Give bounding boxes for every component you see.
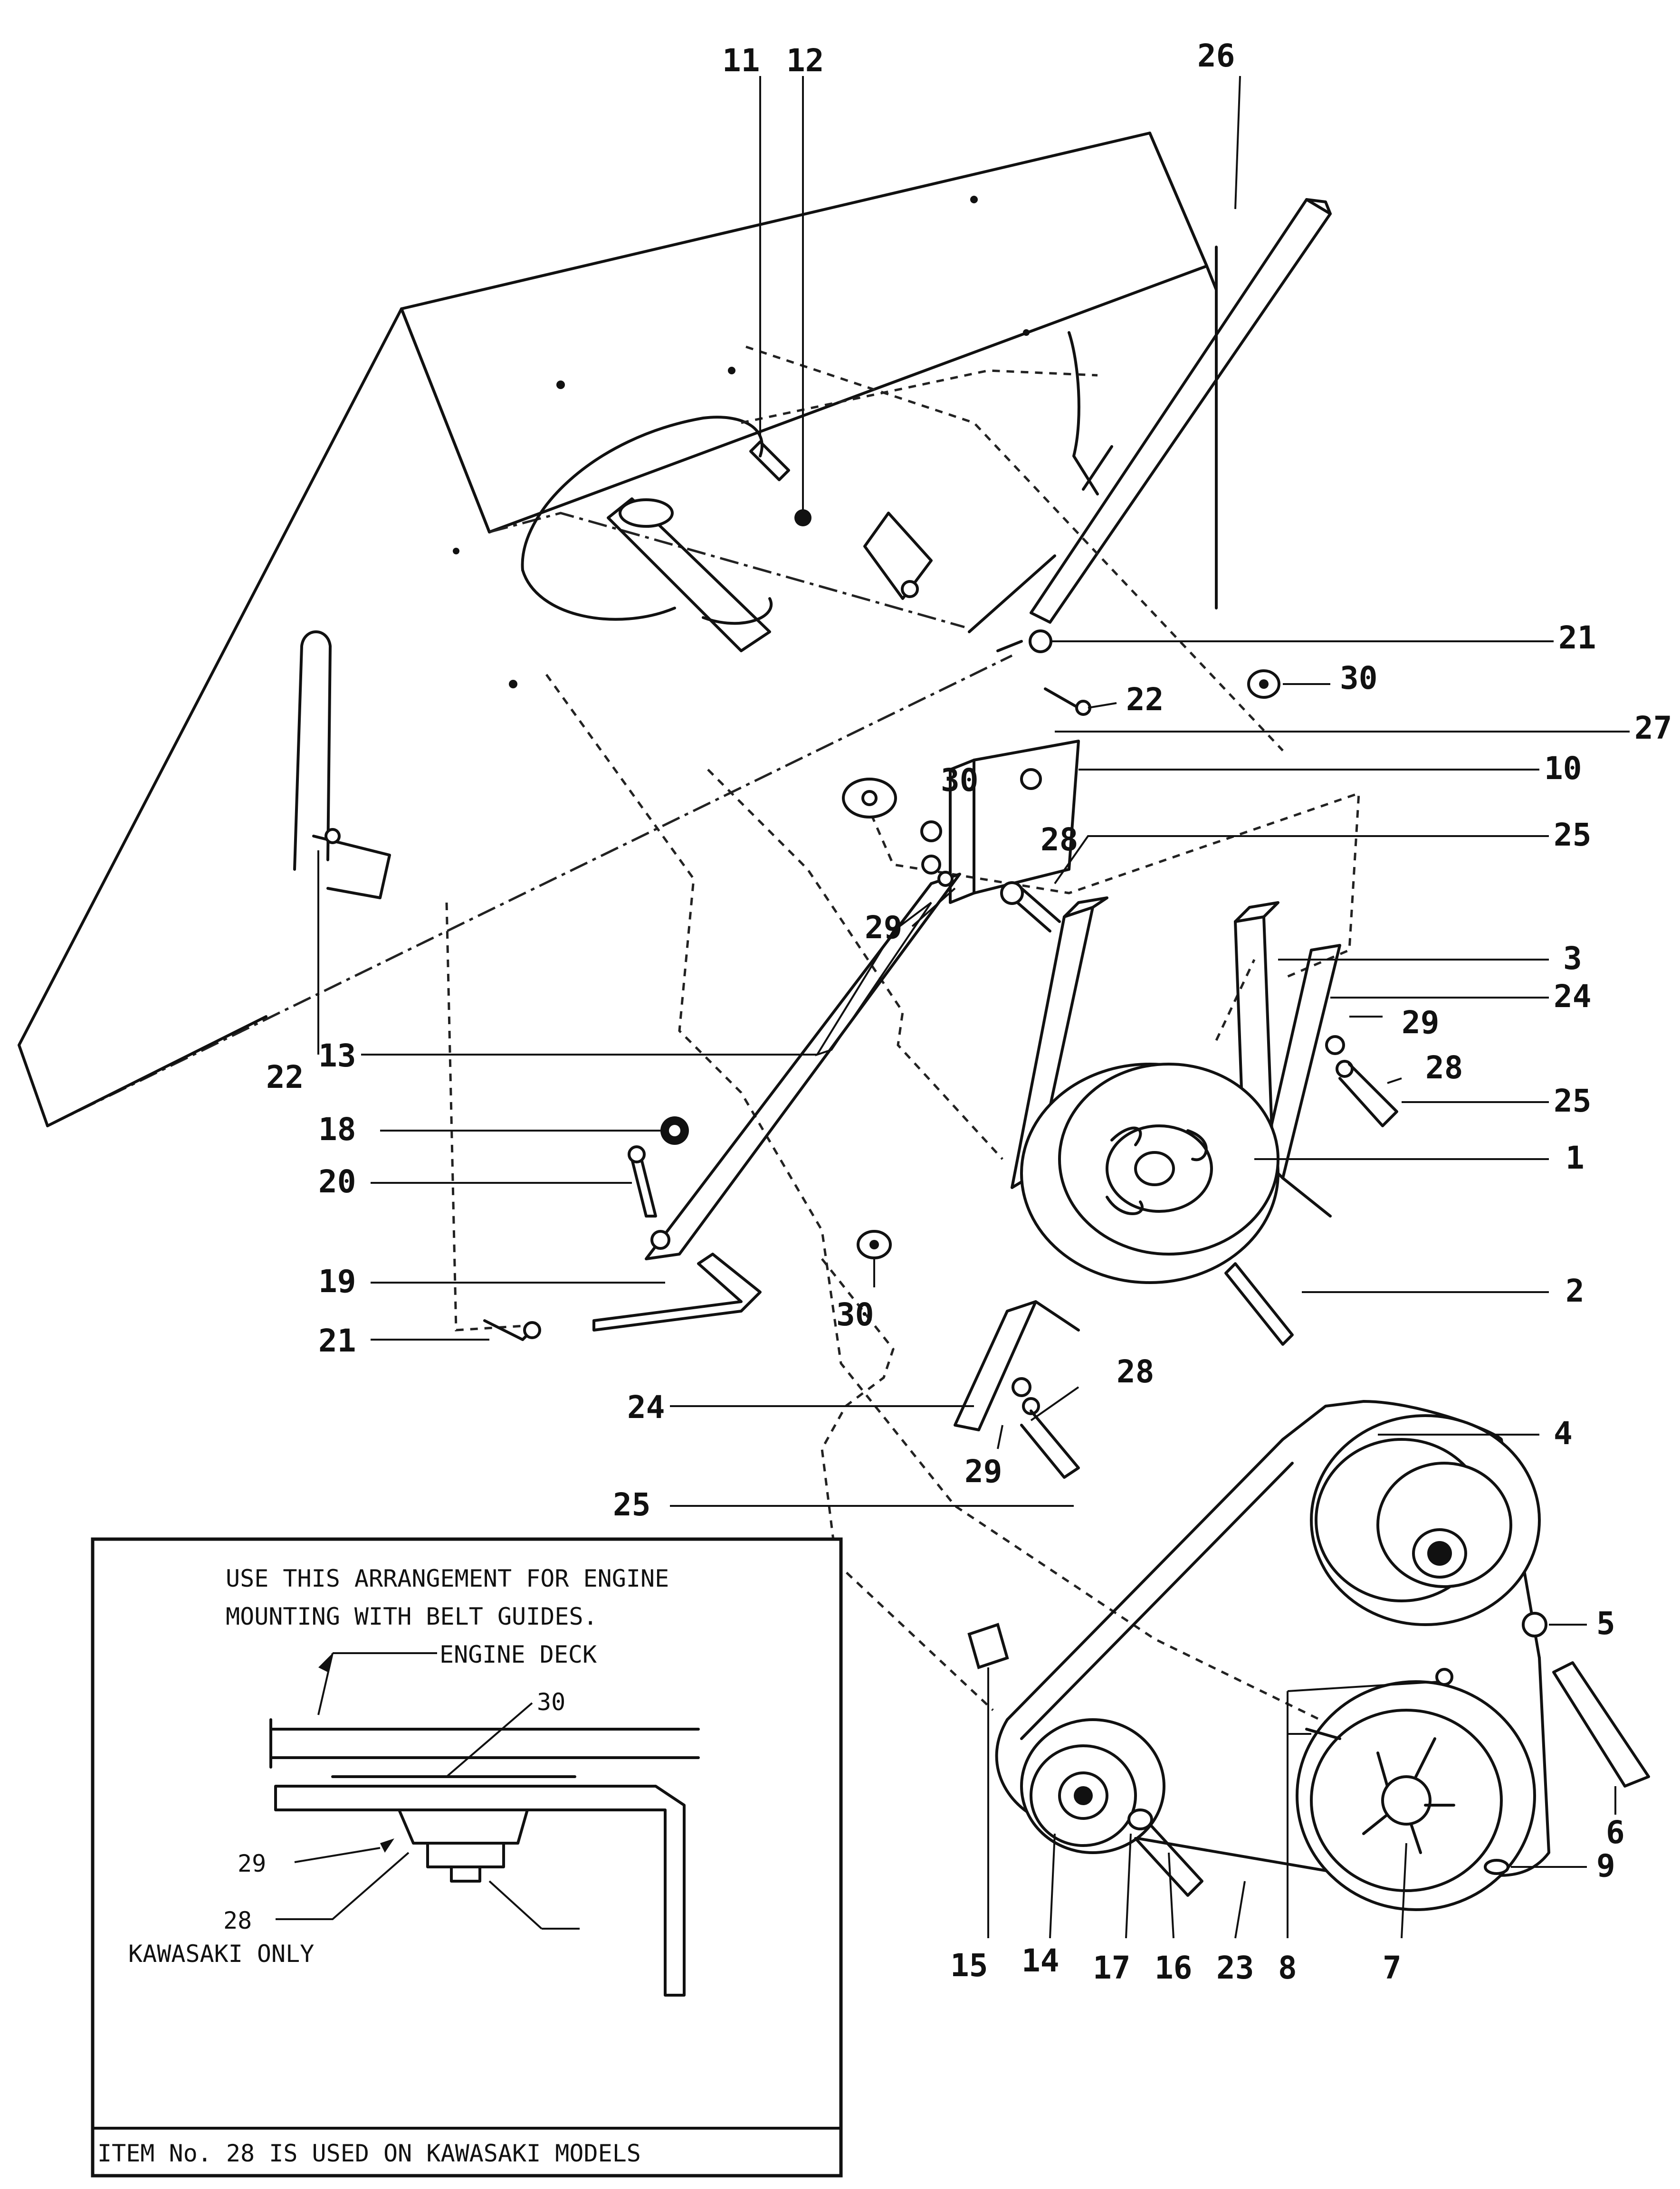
callout-7: 7 — [1383, 1950, 1402, 1986]
engine-deck-housing — [18, 132, 1218, 1127]
callout-28: 28 — [1425, 1049, 1463, 1086]
inset-callout-28: 28 — [223, 1907, 252, 1934]
callout-22: 22 — [266, 1059, 304, 1095]
items-11-12 — [749, 440, 811, 526]
callout-22: 22 — [1126, 681, 1164, 718]
clip-21-lower — [483, 1319, 541, 1341]
alignment-lines — [445, 345, 1360, 1740]
leader-lines — [317, 76, 1630, 1939]
bracket-10 — [842, 740, 1080, 904]
callout-14: 14 — [1021, 1942, 1059, 1979]
callout-19: 19 — [318, 1263, 356, 1300]
inset-callout-29: 29 — [238, 1850, 266, 1877]
callout-27: 27 — [1634, 710, 1672, 746]
inset-engine-deck-label: ENGINE DECK — [439, 1641, 597, 1668]
callout-1: 1 — [1565, 1140, 1585, 1176]
callout-24: 24 — [1554, 978, 1591, 1015]
washer-29-upper — [921, 855, 954, 887]
clip-21-upper — [996, 629, 1052, 653]
callout-numbers: 11 12 26 21 30 22 27 30 10 28 25 29 3 24… — [266, 38, 1672, 1986]
bolt-20 — [628, 1145, 657, 1218]
rod-19 — [592, 1253, 762, 1332]
callout-13: 13 — [318, 1037, 356, 1074]
callout-21: 21 — [1558, 619, 1596, 656]
pulley-4 — [1310, 1414, 1541, 1626]
callout-25: 25 — [613, 1486, 650, 1523]
slotted-bar-13 — [645, 873, 961, 1260]
inset-footer-note: ITEM No. 28 IS USED ON KAWASAKI MODELS — [97, 2140, 641, 2167]
spacer-30-upper — [1247, 669, 1280, 699]
callout-26: 26 — [1197, 38, 1235, 74]
callout-30: 30 — [836, 1296, 874, 1333]
callout-30: 30 — [941, 762, 978, 799]
key-9 — [1484, 1859, 1509, 1875]
control-rod-26 — [1030, 198, 1332, 624]
callout-29: 29 — [964, 1453, 1002, 1490]
callout-17: 17 — [1093, 1950, 1130, 1986]
callout-10: 10 — [1544, 750, 1582, 787]
key-2 — [1224, 1262, 1294, 1346]
pulley-1 — [1020, 1063, 1279, 1284]
callout-2: 2 — [1565, 1273, 1585, 1309]
callout-24: 24 — [627, 1389, 665, 1426]
callout-15: 15 — [950, 1947, 988, 1984]
callout-29: 29 — [865, 909, 902, 946]
belt-guide-24-lower — [954, 1300, 1080, 1479]
pin-22-upper — [1044, 687, 1091, 716]
callout-18: 18 — [318, 1111, 356, 1148]
callout-16: 16 — [1155, 1950, 1192, 1986]
callout-5: 5 — [1596, 1605, 1615, 1642]
inset-instruction-line1: USE THIS ARRANGEMENT FOR ENGINE — [226, 1565, 669, 1592]
nut-5 — [1522, 1612, 1547, 1637]
callout-23: 23 — [1216, 1950, 1254, 1986]
bolt-6 — [1552, 1661, 1650, 1788]
callout-9: 9 — [1596, 1847, 1615, 1884]
callout-25: 25 — [1554, 1083, 1591, 1119]
callout-21: 21 — [318, 1323, 356, 1359]
callout-29: 29 — [1402, 1004, 1439, 1041]
belt-guide-24-upper — [1262, 944, 1398, 1218]
callout-12: 12 — [786, 42, 824, 79]
washer-17 — [1127, 1808, 1153, 1830]
callout-3: 3 — [1563, 940, 1582, 977]
spacer-30-mid — [857, 1230, 892, 1259]
inset-kawasaki-only: KAWASAKI ONLY — [128, 1940, 314, 1968]
bolt-16 — [1134, 1823, 1203, 1897]
inset-callout-30: 30 — [537, 1688, 565, 1716]
inset-instruction-line2: MOUNTING WITH BELT GUIDES. — [226, 1603, 598, 1630]
callout-11: 11 — [722, 42, 760, 79]
bolt-25-upper — [1000, 881, 1061, 933]
callout-28: 28 — [1117, 1353, 1154, 1390]
set-screws-8 — [1305, 1668, 1453, 1740]
nut-18 — [660, 1116, 689, 1145]
spacer-15 — [967, 1623, 1009, 1669]
callout-20: 20 — [318, 1163, 356, 1200]
callout-28: 28 — [1040, 821, 1078, 858]
callout-4: 4 — [1554, 1415, 1573, 1452]
inset-engine-mounting: USE THIS ARRANGEMENT FOR ENGINE MOUNTING… — [91, 1537, 843, 2178]
pulley-7 — [1296, 1680, 1536, 1911]
callout-6: 6 — [1606, 1814, 1625, 1851]
callout-30: 30 — [1340, 660, 1377, 696]
pulley-14 — [1020, 1718, 1165, 1854]
callout-25: 25 — [1554, 817, 1591, 853]
callout-8: 8 — [1278, 1950, 1297, 1986]
